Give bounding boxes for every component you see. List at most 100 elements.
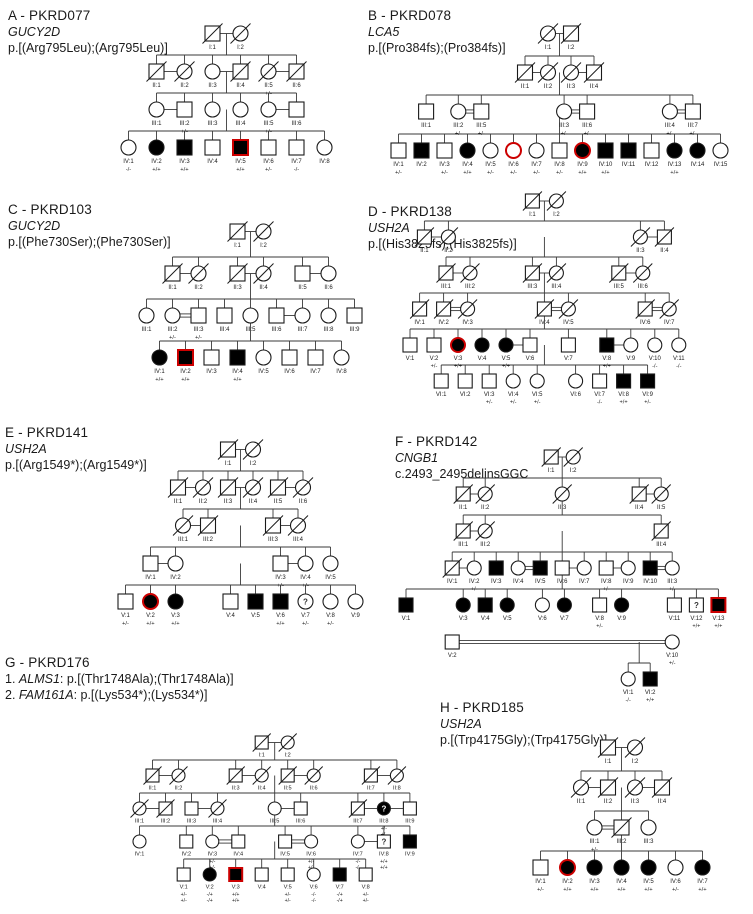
male-symbol — [457, 373, 473, 389]
individual-id: IV:1 — [135, 852, 145, 858]
individual-id: IV:9 — [577, 162, 588, 168]
deceased-slash — [230, 23, 251, 44]
individual-H-II:4: II:4 — [651, 777, 673, 805]
male-symbol — [390, 142, 407, 159]
individual-E-V:6: V:6+/+ — [272, 593, 289, 627]
text-segment: : p.[(Lys534*);(Lys534*)] — [73, 687, 208, 702]
individual-F-V:1: V:1 — [398, 597, 414, 622]
individual-C-II:4: II:4 — [253, 263, 274, 291]
individual-id: II:5 — [298, 285, 307, 291]
individual-id: I:2 — [570, 468, 577, 474]
individual-B-III:1: III:1 — [418, 103, 435, 129]
pedigree-lines — [409, 200, 680, 374]
female-symbol-affected — [202, 867, 217, 882]
individual-F-III:1: III:1 — [453, 521, 474, 548]
female-symbol-affected — [151, 349, 168, 366]
individual-id: VI:1 — [623, 690, 634, 696]
individual-D-VI:1: VI:1 — [433, 373, 449, 398]
individual-D-V:9: V:9 — [623, 337, 639, 362]
individual-id: VI:1 — [436, 392, 447, 398]
individual-B-IV:6: IV:6+/- — [505, 142, 522, 176]
deceased-slash — [453, 484, 474, 504]
female-symbol — [482, 142, 499, 159]
genotype-label: +/+ — [463, 170, 472, 176]
individual-id: VI:8 — [618, 392, 629, 398]
individual-A-III:6: III:6 — [288, 101, 305, 127]
individual-id: V:13 — [712, 616, 725, 622]
individual-id: III:3 — [643, 839, 654, 845]
individual-id: I:1 — [225, 461, 232, 467]
individual-G-III:4: III:4 — [208, 799, 227, 825]
individual-id: I:1 — [529, 212, 536, 218]
individual-F-VI:1: VI:1-/- — [620, 671, 636, 704]
male-symbol — [433, 373, 449, 389]
individual-id: II:3 — [224, 499, 233, 505]
genotype-label: +/- — [510, 170, 517, 176]
individual-id: II:4 — [236, 83, 245, 89]
male-symbol — [643, 142, 660, 159]
pedigree-lines — [405, 456, 719, 672]
individual-id: IV:1 — [154, 369, 165, 375]
individual-H-IV:4: IV:4+/+ — [613, 859, 630, 893]
individual-B-IV:5: IV:5+/- — [482, 142, 499, 176]
text-segment: : p.[(Thr1748Ala);(Thr1748Ala)] — [59, 671, 234, 686]
deceased-slash — [522, 263, 543, 283]
deceased-slash — [546, 191, 567, 211]
individual-id: V:2 — [146, 613, 155, 619]
male-symbol-affected — [488, 560, 504, 576]
individual-id: V:12 — [690, 616, 703, 622]
individual-id: II:2 — [604, 799, 613, 805]
deceased-slash — [278, 766, 298, 785]
deceased-slash — [167, 477, 189, 498]
male-symbol-affected — [532, 560, 548, 576]
deceased-slash — [583, 62, 605, 83]
panel-title: H - PKRD185 — [440, 700, 524, 715]
male-symbol — [260, 139, 277, 156]
male-symbol — [376, 834, 391, 849]
individual-id: I:1 — [545, 45, 552, 51]
male-symbol — [204, 139, 221, 156]
deceased-slash — [651, 777, 673, 798]
individual-A-IV:4: IV:4 — [204, 139, 221, 165]
individual-B-II:1: II:1 — [514, 62, 536, 90]
individual-G-IV:5: IV:5 — [278, 834, 293, 858]
individual-C-III:3: III:3+/- — [190, 307, 207, 341]
deceased-slash — [433, 299, 454, 319]
individual-G-III:3: III:3 — [184, 801, 199, 825]
male-symbol — [288, 101, 305, 118]
male-symbol — [280, 867, 295, 882]
genotype-label: +/+ — [232, 898, 240, 904]
individual-B-III:3: III:3+/- — [556, 103, 573, 137]
individual-id: V:6 — [276, 613, 285, 619]
individual-id: IV:1 — [393, 162, 404, 168]
male-symbol-affected — [232, 139, 249, 156]
individual-F-V:10: V:10+/- — [664, 634, 680, 667]
male-symbol — [402, 337, 418, 353]
female-symbol — [671, 337, 687, 353]
individual-A-II:1: II:1 — [146, 61, 167, 89]
individual-D-IV:4: IV:4 — [534, 299, 555, 326]
text-segment: p.[(Phe730Ser);(Phe730Ser)] — [8, 234, 171, 249]
individual-A-II:4: II:4 — [230, 61, 251, 89]
individual-id: II:1 — [149, 786, 157, 792]
individual-id: V:9 — [626, 356, 635, 362]
individual-id: III:7 — [688, 123, 699, 129]
individual-id: III:4 — [665, 123, 676, 129]
unknown-status-mark: ? — [303, 598, 308, 607]
male-symbol — [272, 555, 289, 572]
deceased-slash — [409, 299, 430, 319]
individual-D-I:1: I:1 — [522, 191, 543, 218]
gene-name-segment: LCA5 — [368, 24, 400, 39]
female-symbol — [350, 834, 365, 849]
individual-A-I:2: I:2 — [230, 23, 251, 51]
individual-id: III:3 — [527, 284, 538, 290]
individual-B-IV:2: IV:2 — [413, 142, 430, 168]
individual-F-IV:4: IV:4 — [510, 560, 526, 585]
male-symbol — [444, 634, 460, 650]
individual-B-III:2: III:2+/- — [450, 103, 467, 137]
individual-B-IV:8: IV:8+/- — [551, 142, 568, 176]
female-symbol-affected — [455, 597, 471, 613]
